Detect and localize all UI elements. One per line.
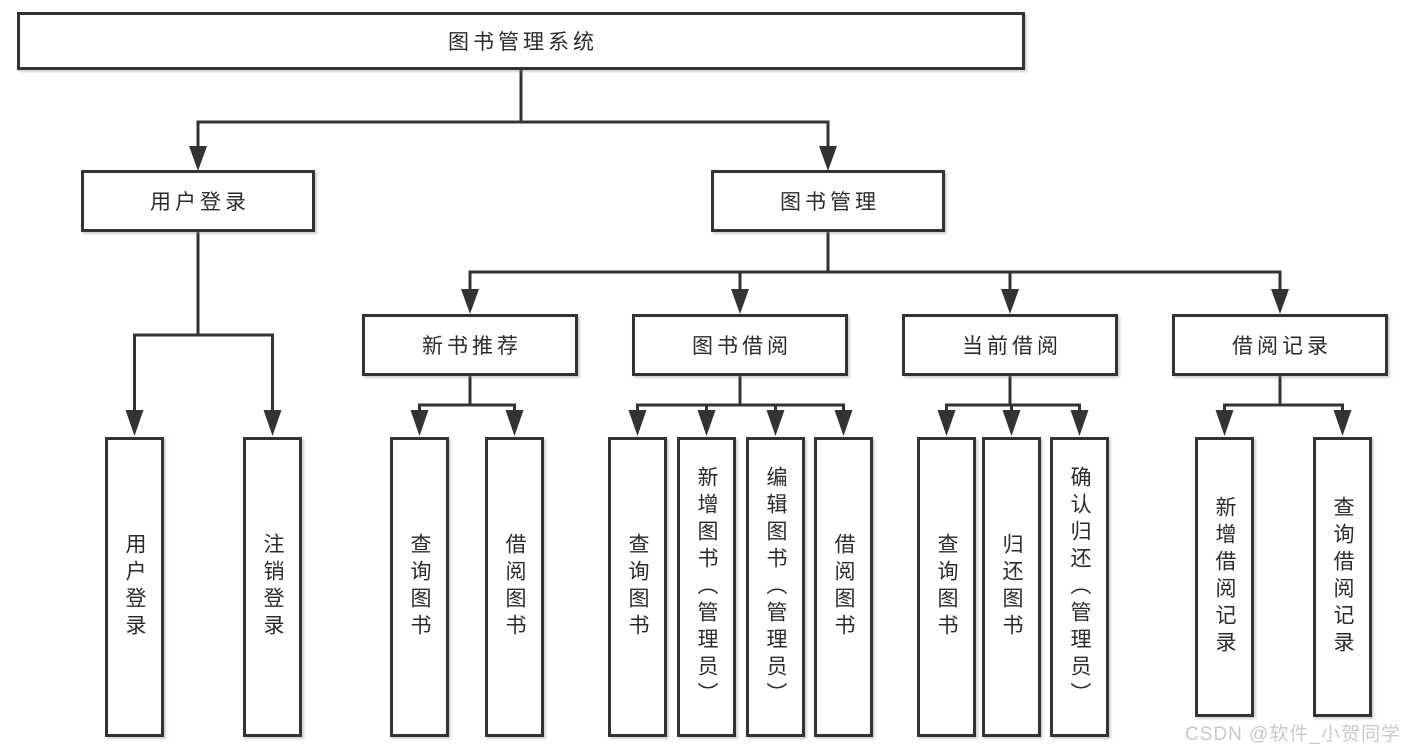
leaf-borrow-books: 借阅图书 bbox=[814, 437, 873, 737]
connector-borrow-records-to-leaves bbox=[1215, 376, 1352, 436]
leaf-logout: 注销登录 bbox=[243, 437, 302, 737]
node-book-borrow: 图书借阅 bbox=[632, 314, 848, 376]
leaf-query-books-recommend: 查询图书 bbox=[390, 437, 449, 737]
leaf-label: 确认归还（管理员） bbox=[1068, 465, 1091, 709]
leaf-label: 注销登录 bbox=[261, 533, 284, 641]
node-label: 当前借阅 bbox=[962, 335, 1062, 358]
leaf-add-books-admin: 新增图书（管理员） bbox=[677, 437, 736, 737]
leaf-label: 查询图书 bbox=[626, 533, 649, 641]
leaf-label: 编辑图书（管理员） bbox=[764, 465, 787, 709]
leaf-query-books-borrow: 查询图书 bbox=[608, 437, 667, 737]
connector-new-book-recommend-to-leaves bbox=[410, 376, 524, 436]
leaf-label: 查询借阅记录 bbox=[1331, 496, 1354, 658]
leaf-query-books-current: 查询图书 bbox=[917, 437, 976, 737]
node-label: 图书管理 bbox=[780, 191, 880, 214]
leaf-user-login: 用户登录 bbox=[105, 437, 164, 737]
node-label: 借阅记录 bbox=[1232, 335, 1332, 358]
connector-root-to-level2 bbox=[189, 70, 837, 171]
leaf-add-borrow-record: 新增借阅记录 bbox=[1195, 437, 1254, 717]
leaf-label: 查询图书 bbox=[408, 533, 431, 641]
leaf-label: 归还图书 bbox=[1000, 533, 1023, 641]
node-root-label: 图书管理系统 bbox=[448, 31, 598, 54]
node-label: 用户登录 bbox=[150, 191, 250, 214]
leaf-label: 借阅图书 bbox=[503, 533, 526, 641]
connector-user-login-to-leaves bbox=[125, 232, 282, 436]
leaf-return-books: 归还图书 bbox=[982, 437, 1041, 737]
leaf-label: 新增借阅记录 bbox=[1213, 496, 1236, 658]
node-label: 新书推荐 bbox=[422, 335, 522, 358]
node-label: 图书借阅 bbox=[692, 335, 792, 358]
node-user-login: 用户登录 bbox=[81, 170, 315, 232]
node-borrow-records: 借阅记录 bbox=[1172, 314, 1388, 376]
node-root: 图书管理系统 bbox=[17, 12, 1025, 70]
connector-book-borrow-to-leaves bbox=[628, 376, 853, 436]
leaf-label: 借阅图书 bbox=[832, 533, 855, 641]
csdn-watermark: CSDN @软件_小贺同学 bbox=[1185, 724, 1401, 745]
leaf-query-borrow-record: 查询借阅记录 bbox=[1313, 437, 1372, 717]
node-current-borrow: 当前借阅 bbox=[902, 314, 1118, 376]
leaf-edit-books-admin: 编辑图书（管理员） bbox=[746, 437, 805, 737]
leaf-borrow-books-recommend: 借阅图书 bbox=[485, 437, 544, 737]
leaf-label: 新增图书（管理员） bbox=[695, 465, 718, 709]
connector-book-management-to-sections bbox=[461, 232, 1289, 314]
connector-current-borrow-to-leaves bbox=[937, 376, 1089, 436]
leaf-confirm-return-admin: 确认归还（管理员） bbox=[1050, 437, 1109, 737]
node-new-book-recommend: 新书推荐 bbox=[362, 314, 578, 376]
leaf-label: 查询图书 bbox=[935, 533, 958, 641]
leaf-label: 用户登录 bbox=[123, 533, 146, 641]
node-book-management: 图书管理 bbox=[711, 170, 945, 232]
